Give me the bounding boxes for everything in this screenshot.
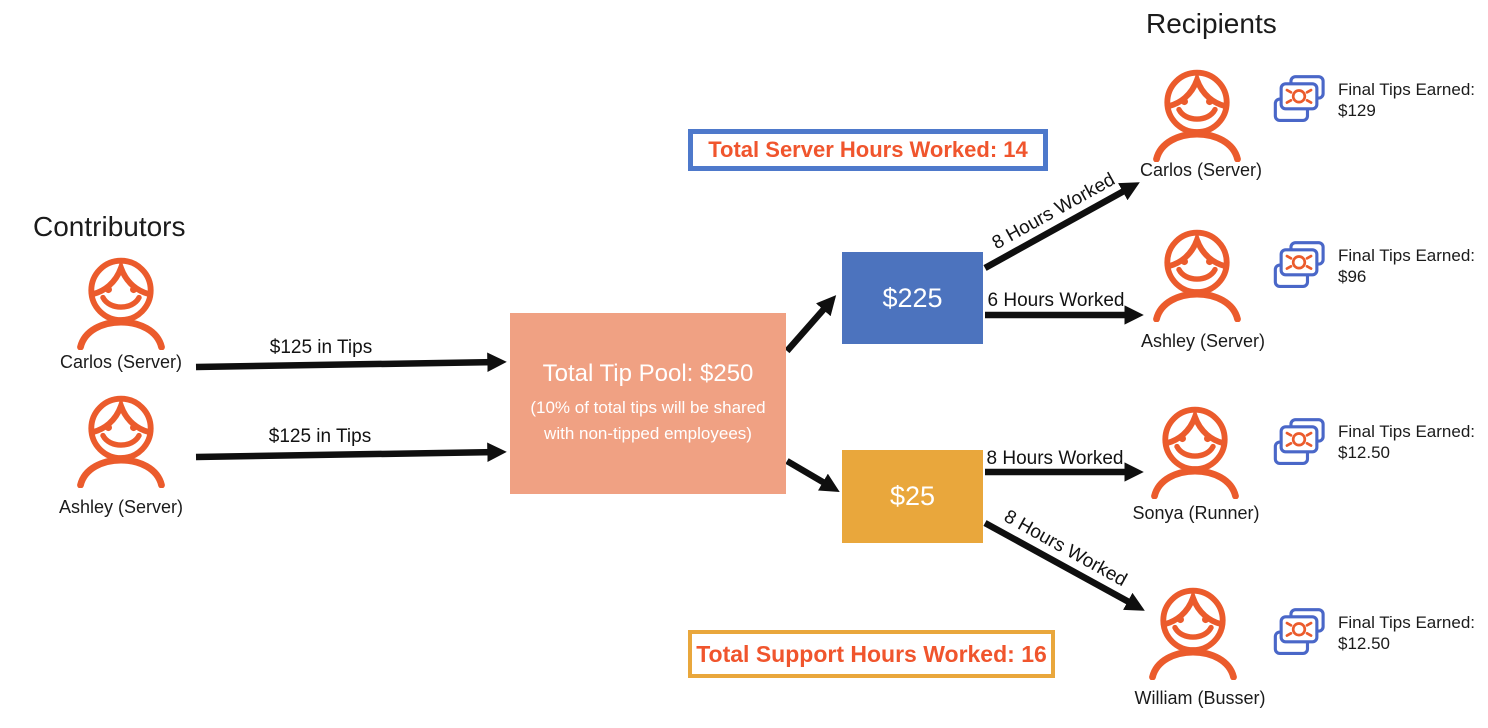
final-tips-amount: $12.50 [1338,443,1390,462]
money-icon [1272,607,1326,657]
final-tips: Final Tips Earned: $96 [1338,245,1475,287]
recipient-name: Ashley (Server) [1140,331,1266,351]
support-split-amount: $25 [889,481,936,511]
tip-flow-label: $125 in Tips [268,426,372,447]
recipient-name: William (Busser) [1134,688,1266,708]
recipient-name: Sonya (Runner) [1132,503,1260,523]
person-icon [76,256,166,350]
recipients-heading: Recipients [1146,8,1277,39]
final-tips-label: Final Tips Earned: [1338,613,1476,632]
contributor-name: Ashley (Server) [58,497,184,517]
hours-label: 8 Hours Worked [986,448,1124,469]
final-tips-amount: $12.50 [1338,634,1390,653]
server-hours-note-text: Total Server Hours Worked: 14 [708,137,1028,162]
arrow-carlos-to-pool [195,352,507,372]
person-icon [1152,68,1242,162]
arrow-support-split-to-william [983,520,1145,611]
final-tips: Final Tips Earned: $12.50 [1338,421,1475,463]
person-icon [1150,405,1240,499]
tip-pool-box: Total Tip Pool: $250 (10% of total tips … [510,313,786,494]
server-hours-note: Total Server Hours Worked: 14 [688,129,1048,171]
final-tips: Final Tips Earned: $129 [1338,79,1475,121]
tip-pool-subtitle: (10% of total tips will be shared with n… [530,398,766,443]
server-split-amount: $225 [882,282,943,313]
money-icon [1272,240,1326,290]
person-icon [1148,586,1238,680]
money-icon [1272,417,1326,467]
arrow-ashley-to-pool [195,442,507,462]
tip-flow-label: $125 in Tips [269,337,373,358]
support-split-box: $25 [842,450,983,543]
final-tips: Final Tips Earned: $12.50 [1338,612,1475,654]
tip-pool-title: Total Tip Pool: $250 [542,360,754,387]
hours-label: 6 Hours Worked [987,290,1125,311]
person-icon [1152,228,1242,322]
final-tips-label: Final Tips Earned: [1338,80,1476,99]
contributors-heading: Contributors [33,211,186,242]
final-tips-label: Final Tips Earned: [1338,422,1476,441]
final-tips-amount: $129 [1338,101,1376,120]
arrow-server-split-to-carlos [983,182,1140,271]
money-icon [1272,74,1326,124]
arrow-pool-to-server-split [784,295,837,354]
person-icon [76,394,166,488]
final-tips-label: Final Tips Earned: [1338,246,1476,265]
contributor-name: Carlos (Server) [59,352,183,372]
arrow-pool-to-support-split [785,458,840,492]
recipient-name: Carlos (Server) [1139,160,1263,180]
support-hours-note-text: Total Support Hours Worked: 16 [696,640,1047,667]
server-split-box: $225 [842,252,983,344]
support-hours-note: Total Support Hours Worked: 16 [688,630,1055,678]
final-tips-amount: $96 [1338,267,1367,286]
